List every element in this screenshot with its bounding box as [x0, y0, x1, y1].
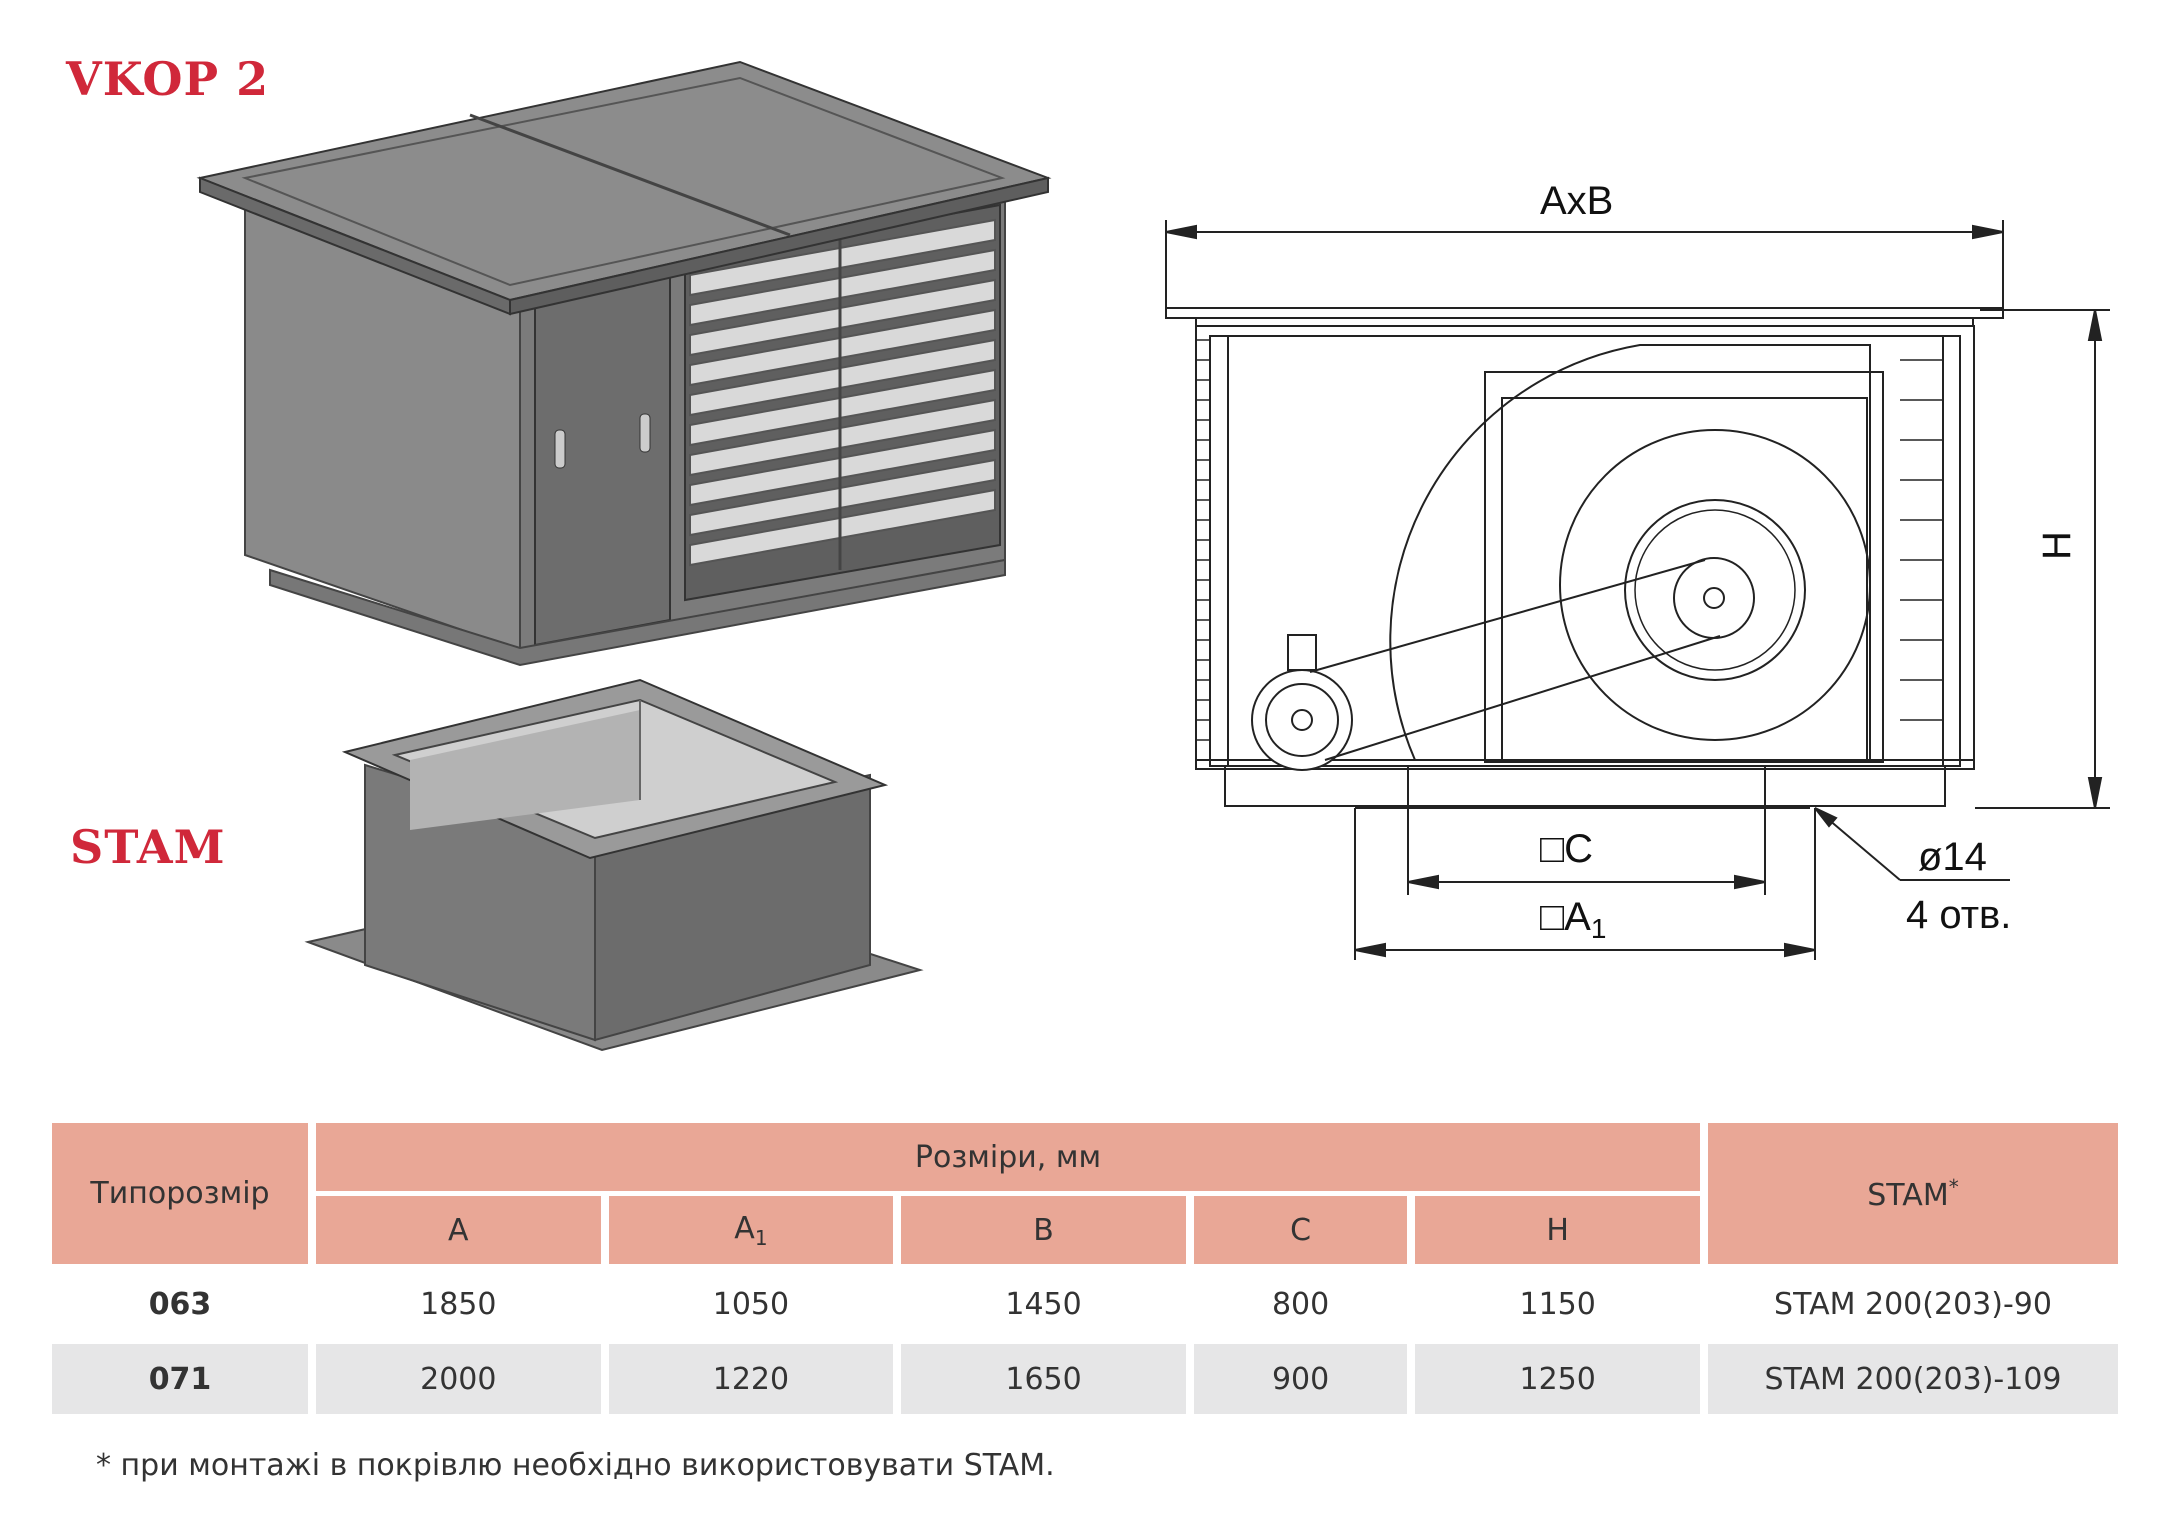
- header-a: A: [316, 1196, 601, 1264]
- product-title-stam: STAM: [70, 820, 226, 874]
- dim-label-h: H: [2035, 531, 2079, 560]
- header-a1-index: 1: [754, 1225, 768, 1250]
- dim-label-a1-main: □A: [1540, 895, 1591, 939]
- header-a1-text: A: [734, 1210, 755, 1246]
- cell-size: 071: [52, 1344, 308, 1414]
- header-c: C: [1193, 1196, 1408, 1264]
- footnote: * при монтажі в покрівлю необхідно викор…: [96, 1448, 1055, 1483]
- header-a1: A1: [608, 1196, 894, 1264]
- header-stam-text: STAM: [1867, 1177, 1949, 1213]
- dim-label-axb: AxB: [1540, 179, 1613, 223]
- vkop-unit-image: [196, 60, 1052, 667]
- cell-stam: STAM 200(203)-90: [1708, 1269, 2118, 1339]
- table-row: 063 1850 1050 1450 800 1150 STAM 200(203…: [52, 1269, 2118, 1339]
- dimensions-table: Типорозмір Розміри, мм STAM* A A1 B C H …: [44, 1118, 2126, 1419]
- header-stam: STAM*: [1708, 1123, 2118, 1264]
- header-stam-mark: *: [1948, 1174, 1959, 1199]
- table-row: 071 2000 1220 1650 900 1250 STAM 200(203…: [52, 1344, 2118, 1414]
- product-illustrations: AxB H □C □A1 ø14 4 отв.: [196, 60, 2110, 1052]
- dim-label-hole-dia: ø14: [1918, 835, 1987, 879]
- dim-label-hole-count: 4 отв.: [1906, 893, 2011, 937]
- cell-c: 900: [1193, 1344, 1408, 1414]
- dim-label-a1: □A1: [1540, 895, 1606, 944]
- cell-a1: 1050: [608, 1269, 894, 1339]
- cell-stam: STAM 200(203)-109: [1708, 1344, 2118, 1414]
- stam-curb-image: [304, 678, 924, 1052]
- dim-label-c: □C: [1540, 827, 1593, 871]
- cell-size: 063: [52, 1269, 308, 1339]
- cell-h: 1250: [1415, 1344, 1700, 1414]
- cell-b: 1450: [901, 1269, 1186, 1339]
- cell-a: 2000: [316, 1344, 601, 1414]
- cell-h: 1150: [1415, 1269, 1700, 1339]
- cell-c: 800: [1193, 1269, 1408, 1339]
- header-typesize: Типорозмір: [52, 1123, 308, 1264]
- cell-a: 1850: [316, 1269, 601, 1339]
- cell-a1: 1220: [608, 1344, 894, 1414]
- header-dimensions: Розміри, мм: [316, 1123, 1700, 1191]
- header-b: B: [901, 1196, 1186, 1264]
- cell-b: 1650: [901, 1344, 1186, 1414]
- product-title-vkop: VKOP 2: [66, 52, 270, 106]
- dim-label-a1-sub: 1: [1591, 913, 1607, 944]
- header-h: H: [1415, 1196, 1700, 1264]
- dimension-drawing: [1165, 220, 2110, 960]
